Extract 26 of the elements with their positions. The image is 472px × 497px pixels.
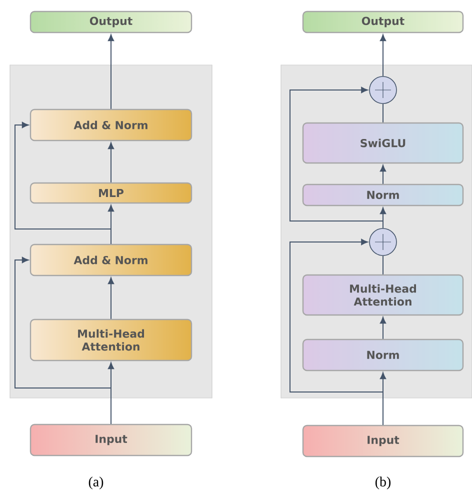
- input-box: Input: [30, 424, 192, 456]
- layer-box: Norm: [302, 338, 464, 372]
- panel-caption: (a): [88, 476, 104, 490]
- layer-box: Multi-Head Attention: [30, 318, 192, 362]
- arrow: [14, 122, 112, 244]
- arrow: [14, 256, 112, 424]
- layer-box: Multi-Head Attention: [302, 274, 464, 316]
- arrow: [290, 86, 384, 229]
- add-circle: [369, 76, 397, 104]
- input-box: Input: [302, 424, 464, 458]
- layer-box: Add & Norm: [30, 244, 192, 276]
- arrow: [290, 238, 384, 426]
- arrow: [380, 34, 386, 77]
- output-box: Output: [302, 10, 464, 34]
- arrow: [108, 34, 114, 110]
- layer-box: Add & Norm: [30, 108, 192, 142]
- output-box: Output: [30, 10, 192, 34]
- arrow: [108, 277, 114, 320]
- layer-box: Norm: [302, 184, 464, 206]
- layer-box: MLP: [30, 182, 192, 204]
- add-circle: [369, 228, 397, 256]
- arrow: [380, 164, 386, 184]
- arrow: [380, 316, 386, 340]
- layer-box: SwiGLU: [302, 122, 464, 164]
- arrow: [108, 142, 114, 183]
- panel-caption: (b): [375, 476, 391, 490]
